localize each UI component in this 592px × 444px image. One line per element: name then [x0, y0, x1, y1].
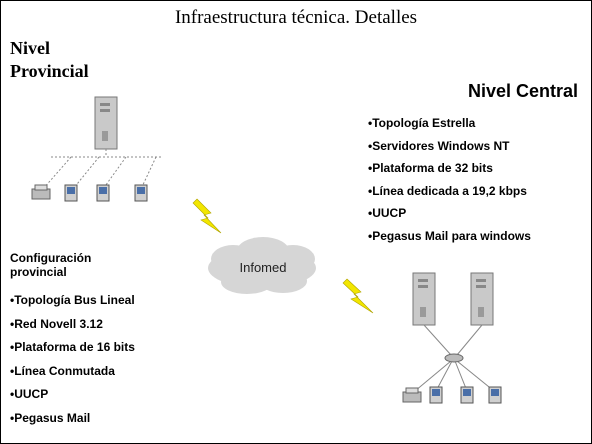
provincial-feature-item: •Línea Conmutada: [10, 363, 115, 378]
cloud-label: Infomed: [240, 260, 287, 275]
lightning-icon: [192, 198, 222, 234]
workstation-icon: [488, 386, 502, 404]
central-feature-item: •UUCP: [368, 206, 407, 220]
provincial-feature-item: •Topología Bus Lineal: [10, 293, 135, 307]
central-feature-item: •Topología Estrella: [368, 116, 476, 130]
provincial-heading: Nivel Provincial: [10, 37, 89, 83]
server-icon: [412, 272, 436, 326]
provincial-feature-item: •Red Novell 3.12: [10, 316, 103, 331]
central-feature-item: •Servidores Windows NT: [368, 138, 510, 153]
provincial-config-line2: provincial: [10, 265, 67, 279]
central-feature-list: •Topología Estrella •Servidores Windows …: [368, 116, 531, 251]
hub-icon: [444, 353, 464, 363]
star-links: [414, 324, 495, 392]
workstation-icon: [64, 184, 78, 202]
printer-icon: [31, 184, 51, 200]
provincial-feature-item: •UUCP: [10, 387, 49, 401]
page-title: Infraestructura técnica. Detalles: [174, 7, 418, 28]
workstation-icon: [134, 184, 148, 202]
server-icon: [94, 96, 118, 150]
central-heading: Nivel Central: [468, 81, 579, 101]
central-feature-item: •Pegasus Mail para windows: [368, 228, 531, 243]
central-feature-item: •Plataforma de 32 bits: [368, 161, 493, 175]
bus-line: [42, 149, 163, 190]
workstation-icon: [460, 386, 474, 404]
lightning-icon: [342, 278, 374, 314]
provincial-feature-list: •Topología Bus Lineal •Red Novell 3.12 •…: [10, 293, 135, 434]
provincial-heading-line1: Nivel: [10, 38, 50, 58]
provincial-feature-item: •Pegasus Mail: [10, 410, 91, 425]
workstation-icon: [429, 386, 443, 404]
printer-icon: [402, 387, 422, 403]
provincial-config-heading: Configuración provincial: [10, 251, 91, 279]
server-icon: [470, 272, 494, 326]
provincial-heading-line2: Provincial: [10, 61, 89, 81]
provincial-config-line1: Configuración: [10, 251, 92, 265]
central-feature-item: •Línea dedicada a 19,2 kbps: [368, 183, 527, 198]
provincial-feature-item: •Plataforma de 16 bits: [10, 340, 135, 354]
cloud-icon: Infomed: [208, 237, 316, 294]
workstation-icon: [96, 184, 110, 202]
